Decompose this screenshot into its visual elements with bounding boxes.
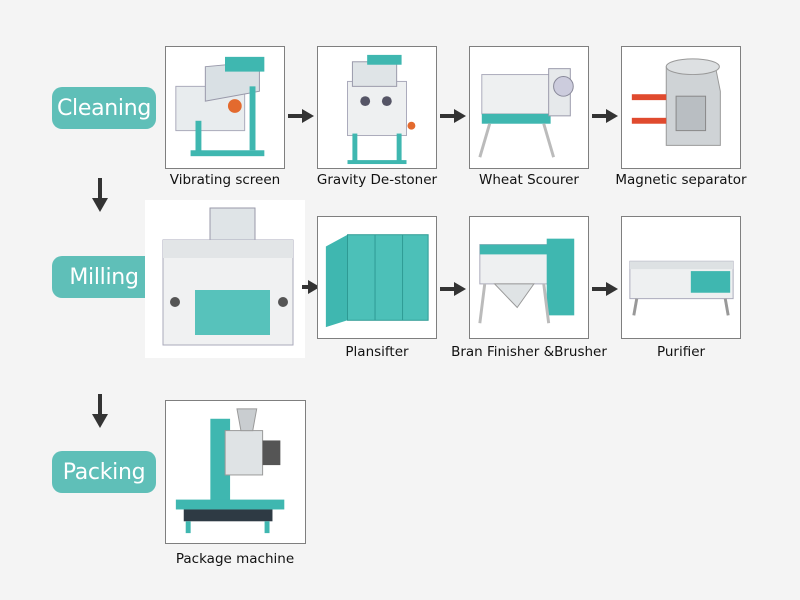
- arrow-down-cleaning-milling: [92, 178, 108, 212]
- vibrating-screen-image: [165, 46, 285, 169]
- package-machine-image: [165, 400, 306, 544]
- magnetic-separator-image: [621, 46, 741, 169]
- plansifter-image: [317, 216, 437, 339]
- caption-plansifter: Plansifter: [345, 344, 409, 360]
- gravity-destoner-image: [317, 46, 437, 169]
- bran-finisher-image: [469, 216, 589, 339]
- stage-packing: Packing: [52, 451, 156, 493]
- arrow-right-2: [440, 109, 466, 123]
- caption-gravity-destoner: Gravity De-stoner: [316, 172, 438, 188]
- caption-wheat-scourer: Wheat Scourer: [479, 172, 579, 188]
- arrow-right-6: [592, 282, 618, 296]
- stage-milling: Milling: [52, 256, 156, 298]
- caption-package-machine: Package machine: [175, 551, 295, 567]
- caption-magnetic-separator: Magnetic separator: [615, 172, 747, 188]
- arrow-right-4: [302, 280, 320, 294]
- caption-bran-finisher: Bran Finisher &Brusher: [451, 344, 607, 360]
- caption-vibrating-screen: Vibrating screen: [169, 172, 281, 188]
- arrow-right-3: [592, 109, 618, 123]
- arrow-right-5: [440, 282, 466, 296]
- wheat-scourer-image: [469, 46, 589, 169]
- arrow-down-milling-packing: [92, 394, 108, 428]
- caption-purifier: Purifier: [656, 344, 706, 360]
- arrow-right-1: [288, 109, 314, 123]
- stage-cleaning: Cleaning: [52, 87, 156, 129]
- purifier-image: [621, 216, 741, 339]
- milling-machine-image: [145, 200, 305, 358]
